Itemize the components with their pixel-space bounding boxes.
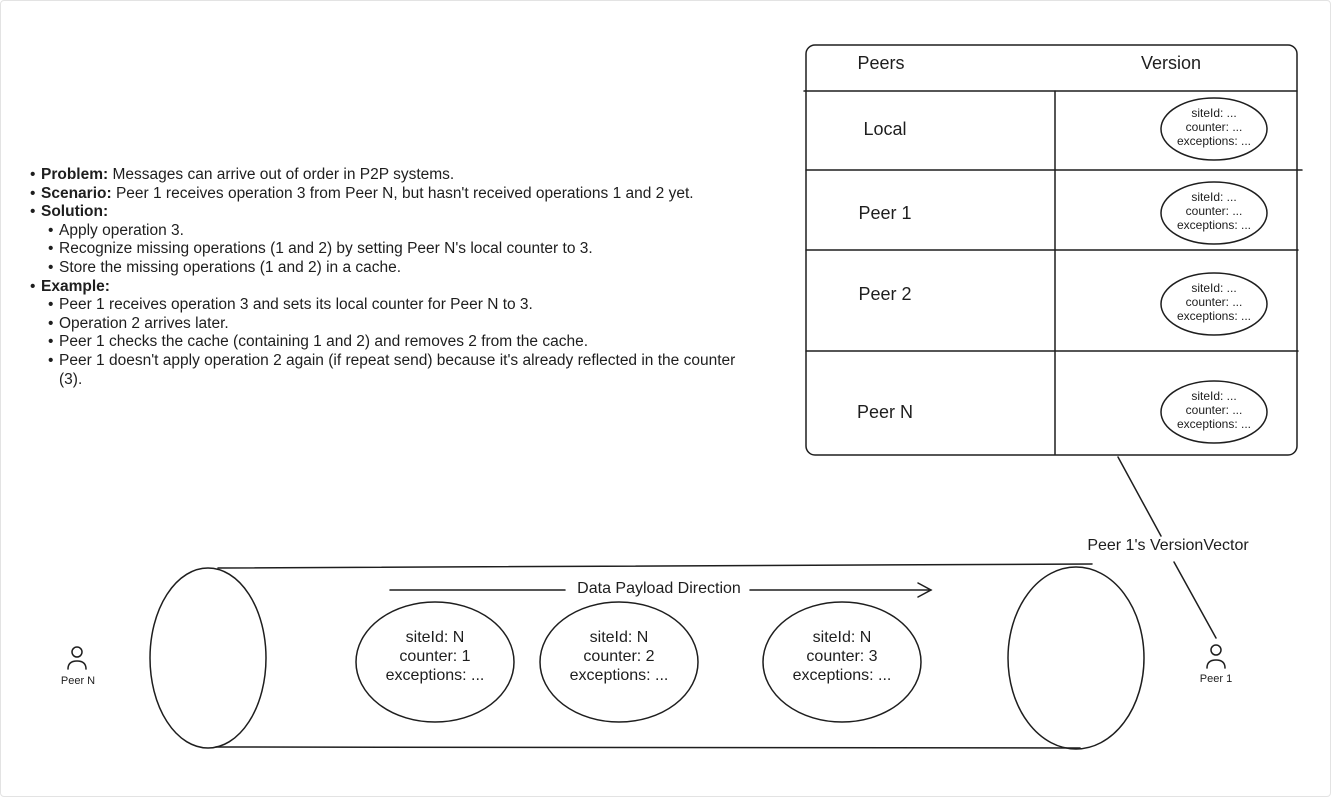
payload-site: siteId: N [590, 629, 649, 646]
version-counter: counter: ... [1186, 120, 1243, 134]
pipe-left-end [149, 567, 267, 749]
bullet-icon: • [48, 333, 54, 351]
payload-site: siteId: N [813, 629, 872, 646]
payload-exceptions: exceptions: ... [386, 667, 485, 684]
person-icon [1206, 644, 1226, 669]
notes-list: • Problem: Messages can arrive out of or… [30, 166, 770, 389]
payload-exceptions: exceptions: ... [570, 667, 669, 684]
version-ellipse [1160, 272, 1268, 336]
version-site: siteId: ... [1191, 281, 1236, 295]
note-label: Problem: [41, 166, 109, 183]
bullet-icon: • [48, 258, 54, 276]
note-scenario: • Scenario: Peer 1 receives operation 3 … [30, 185, 770, 204]
version-counter: counter: ... [1186, 204, 1243, 218]
note-sub-item: • Operation 2 arrives later. [30, 315, 770, 334]
note-example: • Example: [30, 278, 770, 297]
note-label: Solution: [41, 203, 109, 221]
pipe-bottom-edge [215, 746, 1081, 749]
payload-ellipse [762, 601, 922, 723]
version-vector-connector [1117, 456, 1162, 537]
note-text: Messages can arrive out of order in P2P … [108, 166, 455, 183]
version-vector-connector [1173, 561, 1217, 639]
pipe-top-edge [217, 563, 1093, 569]
version-site: siteId: ... [1191, 190, 1236, 204]
note-sub-text: Peer 1 checks the cache (containing 1 an… [59, 333, 589, 351]
arrow-head-icon [917, 582, 933, 598]
note-sub-item: • Peer 1 checks the cache (containing 1 … [30, 333, 770, 352]
note-sub-item: • Store the missing operations (1 and 2)… [30, 259, 770, 278]
payload-counter: counter: 3 [806, 648, 877, 665]
receiver-label: Peer 1 [1200, 673, 1232, 685]
version-site: siteId: ... [1191, 389, 1236, 403]
bullet-icon: • [48, 296, 54, 314]
pipe-right-end [1007, 566, 1145, 750]
bullet-icon: • [30, 277, 36, 295]
version-ellipse [1160, 97, 1268, 161]
version-exceptions: exceptions: ... [1177, 417, 1251, 431]
bullet-icon: • [48, 351, 54, 369]
table-header-peers: Peers [857, 53, 904, 73]
direction-label: Data Payload Direction [577, 580, 741, 597]
note-sub-text: Peer 1 receives operation 3 and sets its… [59, 296, 533, 314]
bullet-icon: • [48, 314, 54, 332]
payload-ellipse [355, 601, 515, 723]
payload-site: siteId: N [406, 629, 465, 646]
note-sub-text: Apply operation 3. [59, 221, 184, 239]
note-sub-item: • Apply operation 3. [30, 222, 770, 241]
note-label: Scenario: [41, 184, 112, 202]
payload-exceptions: exceptions: ... [793, 667, 892, 684]
note-sub-text: Recognize missing operations (1 and 2) b… [59, 240, 593, 258]
bullet-icon: • [48, 240, 54, 258]
note-sub-item: • Peer 1 doesn't apply operation 2 again… [30, 352, 770, 389]
person-icon [67, 646, 87, 670]
payload-ellipse [539, 601, 699, 723]
table-header-version: Version [1141, 53, 1201, 73]
peer-name: Local [863, 119, 906, 139]
version-exceptions: exceptions: ... [1177, 218, 1251, 232]
payload-counter: counter: 1 [399, 648, 470, 665]
payload-counter: counter: 2 [583, 648, 654, 665]
note-sub-item: • Peer 1 receives operation 3 and sets i… [30, 296, 770, 315]
version-exceptions: exceptions: ... [1177, 309, 1251, 323]
sender-label: Peer N [61, 675, 95, 687]
note-sub-text: Store the missing operations (1 and 2) i… [59, 258, 402, 276]
bullet-icon: • [30, 184, 36, 202]
version-ellipse [1160, 181, 1268, 245]
version-site: siteId: ... [1191, 106, 1236, 120]
bullet-icon: • [30, 203, 36, 221]
version-ellipse [1160, 380, 1268, 444]
bullet-icon: • [30, 166, 36, 183]
note-problem: • Problem: Messages can arrive out of or… [30, 166, 770, 185]
version-exceptions: exceptions: ... [1177, 134, 1251, 148]
note-sub-item: • Recognize missing operations (1 and 2)… [30, 240, 770, 259]
note-sub-text: Operation 2 arrives later. [59, 314, 229, 332]
bullet-icon: • [48, 221, 54, 239]
version-vector-label: Peer 1's VersionVector [1087, 537, 1249, 554]
note-sub-text: Peer 1 doesn't apply operation 2 again (… [59, 351, 736, 388]
peer-name: Peer 2 [858, 284, 911, 304]
peer-name: Peer N [857, 402, 913, 422]
note-label: Example: [41, 277, 110, 295]
note-text: Peer 1 receives operation 3 from Peer N,… [111, 184, 694, 202]
peer-name: Peer 1 [858, 203, 911, 223]
note-solution: • Solution: [30, 203, 770, 222]
version-counter: counter: ... [1186, 295, 1243, 309]
version-counter: counter: ... [1186, 403, 1243, 417]
